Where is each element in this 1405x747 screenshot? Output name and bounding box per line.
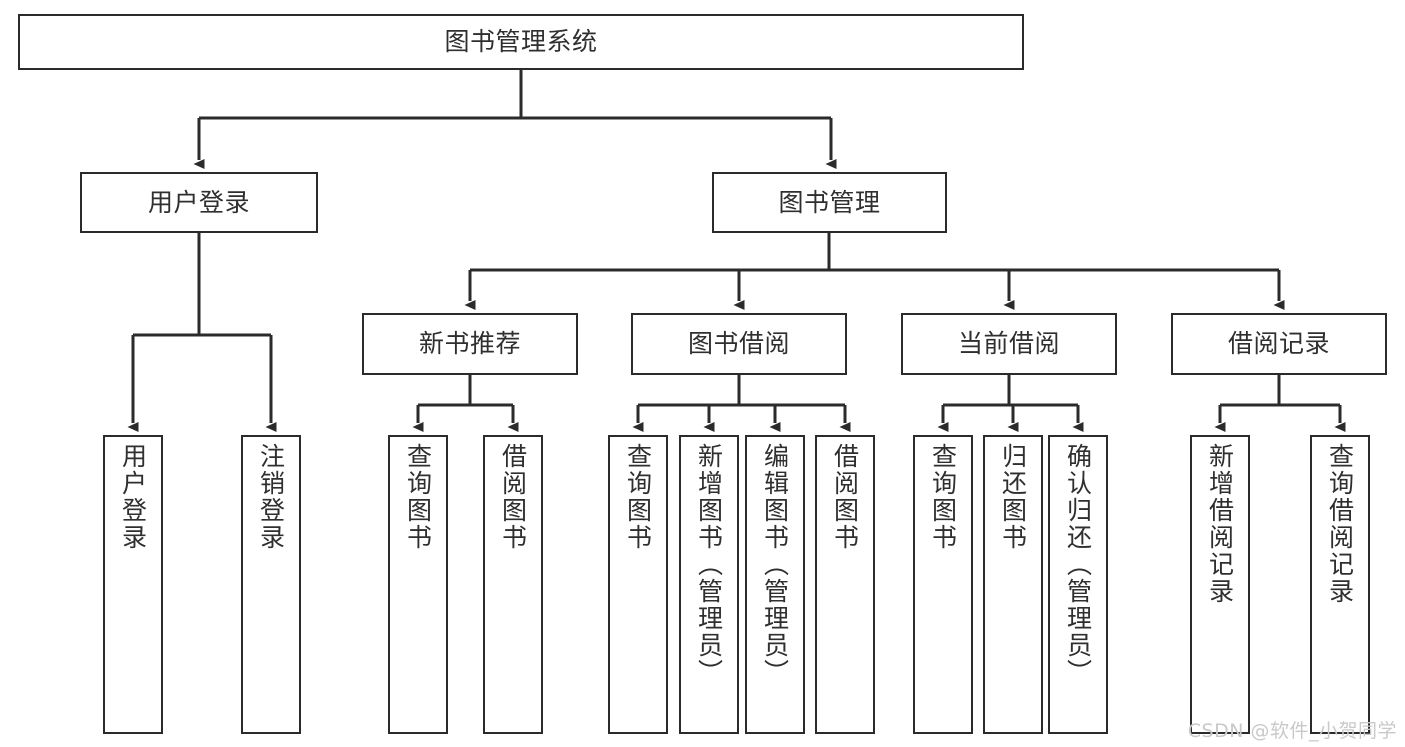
csdn-watermark: CSDN @软件_小贺同学 [1187, 720, 1397, 742]
node-leaf-add-book[interactable]: 新增图书（管理员） [679, 435, 739, 734]
borrow-record-to-leaves-connectors [1214, 375, 1346, 432]
new-book-recommend-to-leaves-connectors [412, 375, 519, 432]
node-leaf-logout[interactable]: 注销登录 [241, 435, 301, 734]
node-book-borrow[interactable]: 图书借阅 [631, 313, 847, 375]
node-book-management[interactable]: 图书管理 [712, 172, 947, 233]
node-leaf-borrow-book-1-label: 借阅图书 [498, 443, 528, 551]
node-leaf-user-login-label: 用户登录 [118, 443, 148, 551]
node-root-label: 图书管理系统 [444, 27, 598, 57]
node-leaf-query-record[interactable]: 查询借阅记录 [1310, 435, 1370, 734]
node-book-management-label: 图书管理 [778, 187, 881, 217]
node-root[interactable]: 图书管理系统 [18, 14, 1024, 70]
node-leaf-borrow-book-2[interactable]: 借阅图书 [815, 435, 875, 734]
node-new-book-recommend[interactable]: 新书推荐 [362, 313, 578, 375]
node-user-login[interactable]: 用户登录 [80, 172, 318, 233]
node-leaf-user-login[interactable]: 用户登录 [103, 435, 163, 734]
node-book-borrow-label: 图书借阅 [687, 329, 790, 359]
node-current-borrow[interactable]: 当前借阅 [901, 313, 1117, 375]
book-borrow-to-leaves-connectors [632, 375, 851, 432]
node-leaf-query-book-1-label: 查询图书 [403, 443, 433, 551]
node-borrow-record-label: 借阅记录 [1227, 329, 1330, 359]
node-current-borrow-label: 当前借阅 [957, 329, 1060, 359]
node-leaf-add-book-label: 新增图书（管理员） [694, 443, 724, 686]
node-leaf-query-book-2-label: 查询图书 [623, 443, 653, 551]
node-leaf-borrow-book-1[interactable]: 借阅图书 [483, 435, 543, 734]
node-leaf-return-book-label: 归还图书 [998, 443, 1028, 551]
node-leaf-edit-book[interactable]: 编辑图书（管理员） [745, 435, 805, 734]
current-borrow-to-leaves-connectors [937, 375, 1084, 432]
node-user-login-label: 用户登录 [147, 187, 250, 217]
node-leaf-query-book-3[interactable]: 查询图书 [913, 435, 973, 734]
node-leaf-edit-book-label: 编辑图书（管理员） [760, 443, 790, 686]
node-leaf-query-book-2[interactable]: 查询图书 [608, 435, 668, 734]
node-leaf-query-book-3-label: 查询图书 [928, 443, 958, 551]
node-borrow-record[interactable]: 借阅记录 [1171, 313, 1387, 375]
node-leaf-return-book[interactable]: 归还图书 [983, 435, 1043, 734]
root-to-level2-connectors [193, 70, 837, 169]
node-leaf-query-book-1[interactable]: 查询图书 [388, 435, 448, 734]
node-leaf-confirm-return[interactable]: 确认归还（管理员） [1048, 435, 1108, 734]
node-new-book-recommend-label: 新书推荐 [418, 329, 521, 359]
book-management-to-level3-connectors [464, 233, 1285, 310]
node-leaf-borrow-book-2-label: 借阅图书 [830, 443, 860, 551]
node-leaf-logout-label: 注销登录 [256, 443, 286, 551]
node-leaf-query-record-label: 查询借阅记录 [1325, 443, 1355, 605]
node-leaf-add-record[interactable]: 新增借阅记录 [1190, 435, 1250, 734]
user-login-to-leaves-connectors [127, 233, 277, 432]
node-leaf-confirm-return-label: 确认归还（管理员） [1063, 443, 1093, 686]
node-leaf-add-record-label: 新增借阅记录 [1205, 443, 1235, 605]
